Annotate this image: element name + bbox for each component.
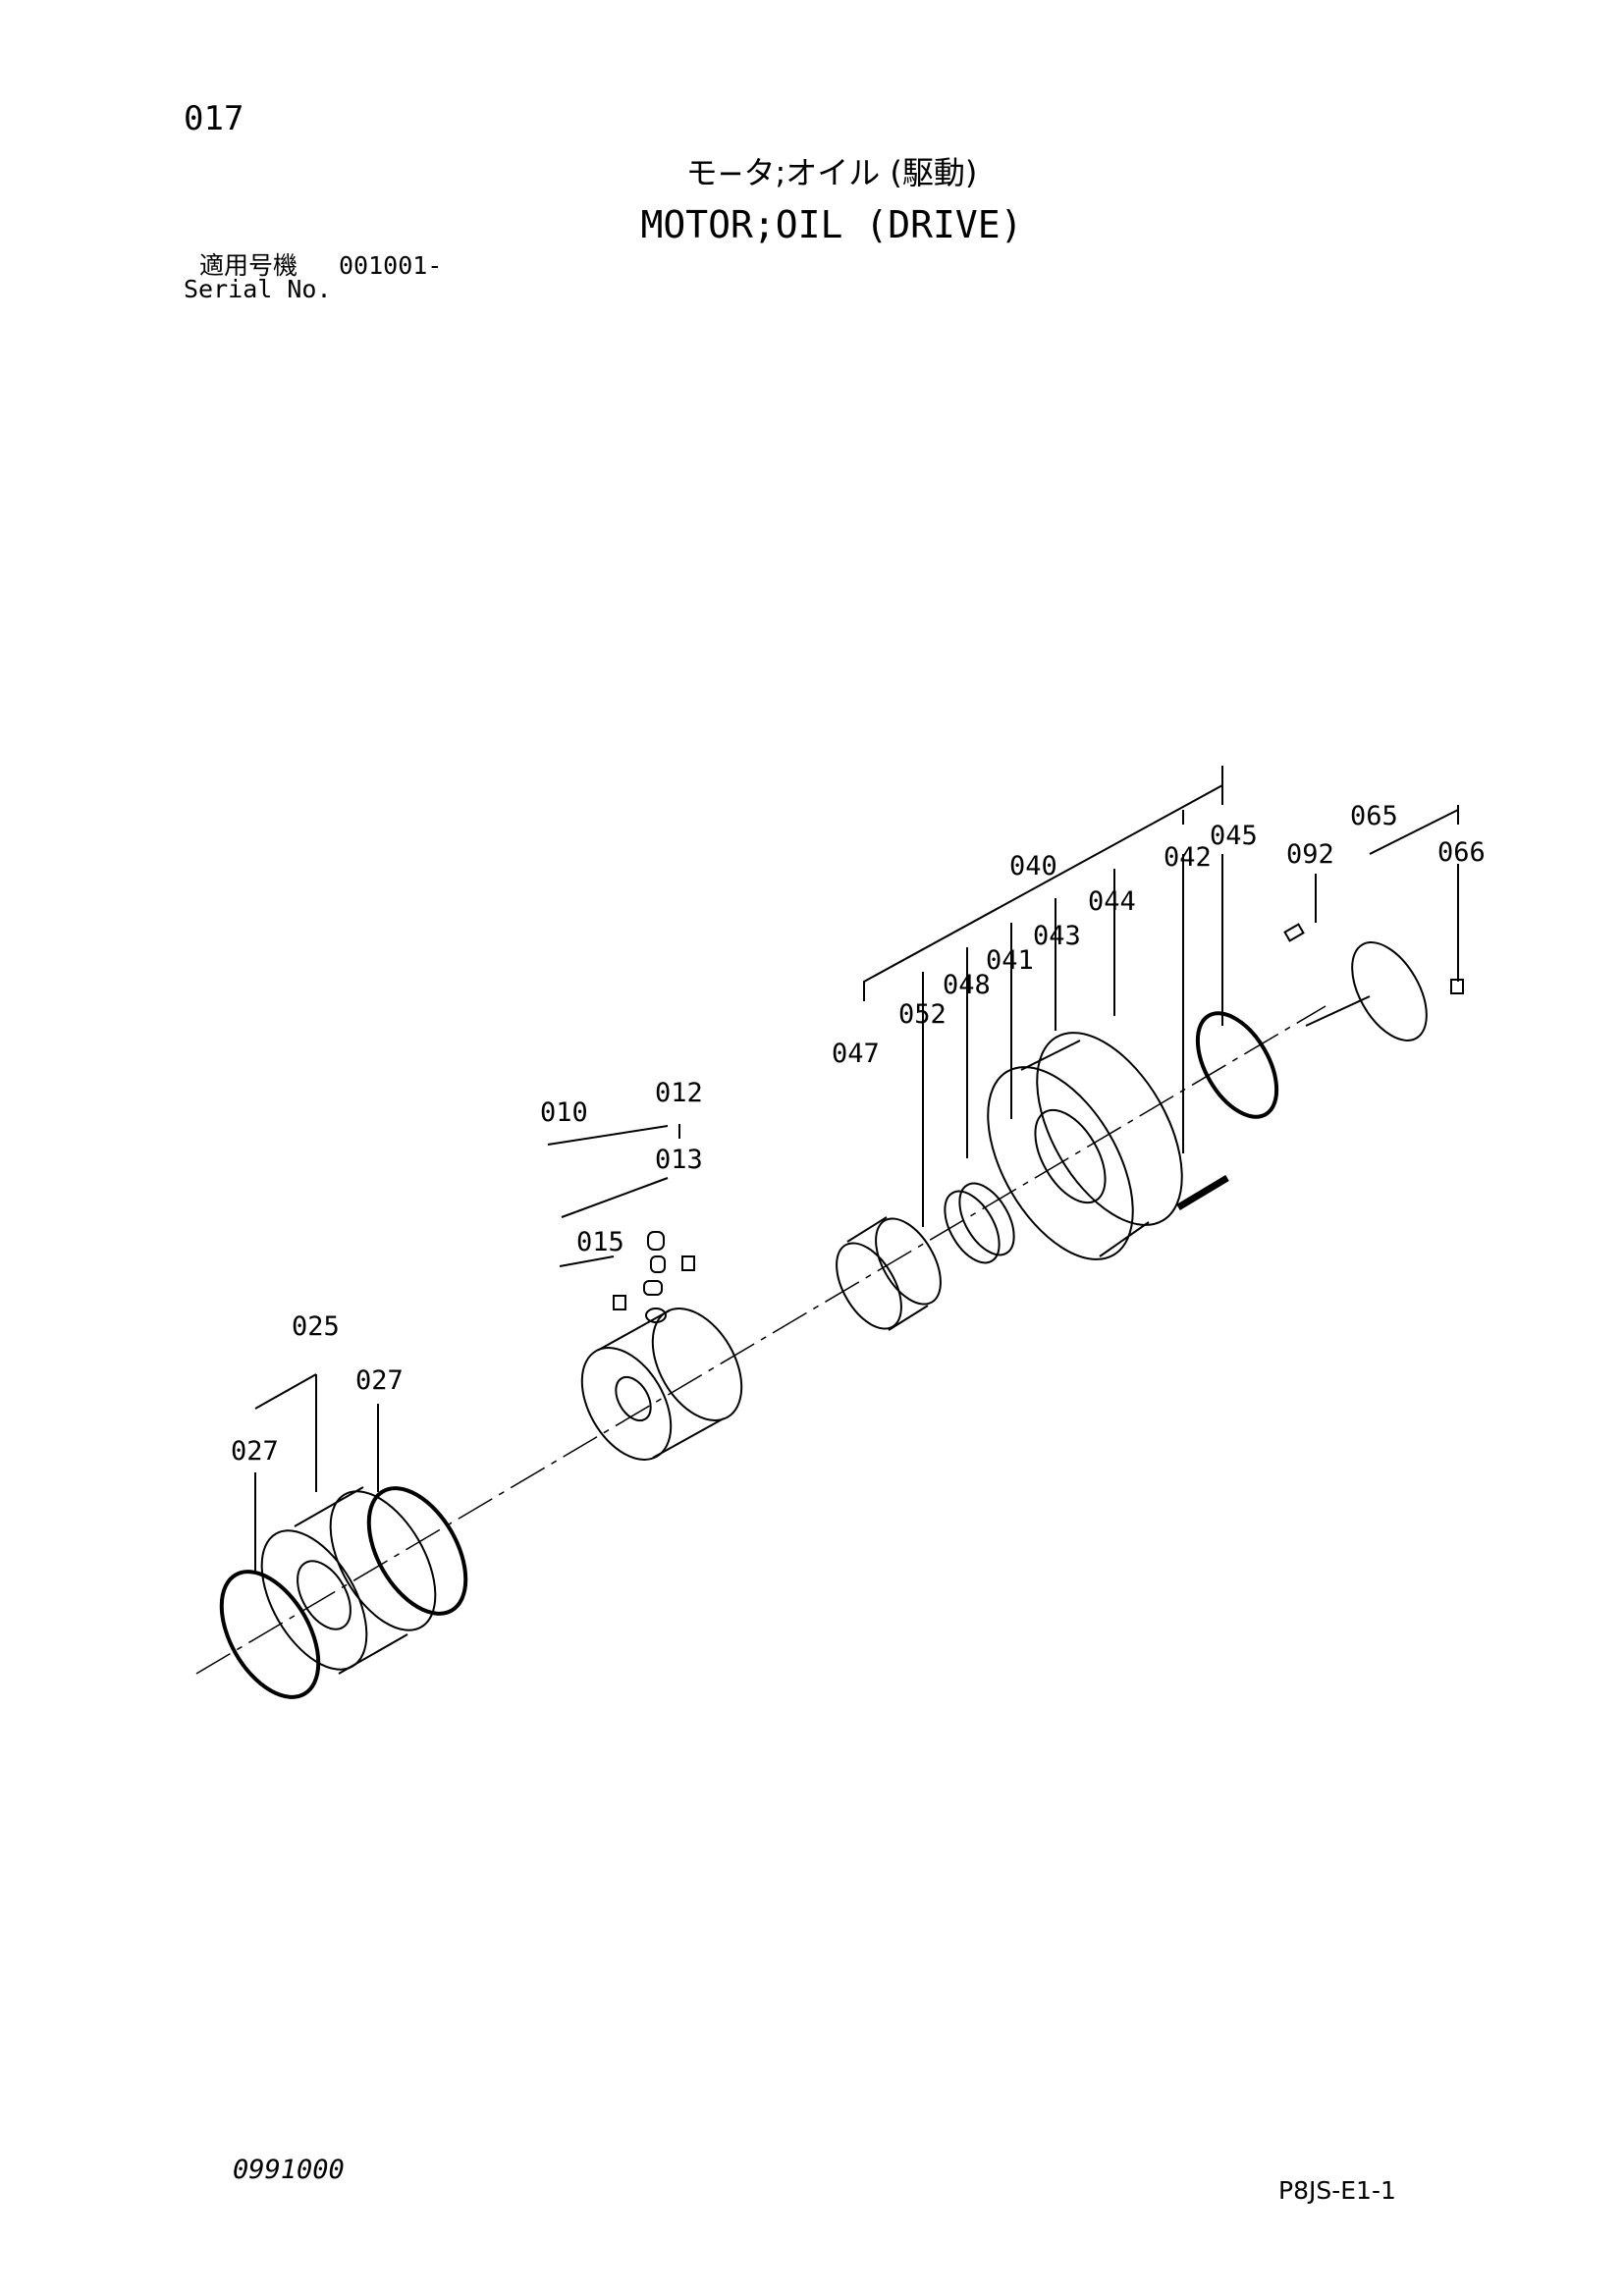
- serial-label-japanese: 適用号機: [199, 251, 298, 280]
- part-label-092: 092: [1286, 839, 1334, 870]
- part-label-044: 044: [1088, 886, 1136, 917]
- part-label-025: 025: [292, 1311, 340, 1342]
- leader-013: [561, 1177, 669, 1218]
- footer-right-code: P8JS-E1-1: [1278, 2176, 1396, 2205]
- part-label-027-left: 027: [231, 1436, 279, 1467]
- springs-048: [944, 1182, 1015, 1264]
- cover-065: [1305, 941, 1428, 1041]
- part-label-041: 041: [986, 945, 1034, 976]
- o-ring-045: [1195, 1011, 1279, 1119]
- part-label-045: 045: [1210, 821, 1258, 851]
- serial-label-english: Serial No.: [184, 275, 332, 303]
- part-label-013: 013: [655, 1145, 703, 1175]
- part-label-012: 012: [655, 1078, 703, 1108]
- leader-015: [559, 1255, 615, 1267]
- leader-010: [547, 1125, 669, 1146]
- casing-041: [987, 1032, 1183, 1260]
- center-axis-line: [195, 1005, 1326, 1675]
- part-label-047: 047: [832, 1039, 880, 1069]
- part-label-043: 043: [1033, 921, 1081, 951]
- leader-025-bracket: [254, 1373, 317, 1410]
- ring-housing-025: [260, 1486, 437, 1675]
- part-label-010: 010: [540, 1097, 588, 1128]
- part-label-015: 015: [576, 1227, 624, 1257]
- bracket-040: [863, 766, 1223, 1001]
- o-ring-027-left: [219, 1570, 321, 1699]
- serial-value: 001001-: [339, 251, 443, 280]
- plug-092: [1283, 923, 1305, 942]
- cylinder-block-010: [580, 1308, 743, 1461]
- o-ring-027-right: [366, 1486, 468, 1616]
- pistons-shoes-012-013-015: [613, 1231, 695, 1323]
- title-japanese: モ−タ;オイル (駆動): [685, 154, 978, 191]
- part-label-040: 040: [1009, 851, 1057, 881]
- bearing-052: [836, 1216, 942, 1331]
- part-label-052: 052: [898, 999, 947, 1030]
- title-english: MOTOR;OIL (DRIVE): [640, 203, 1023, 246]
- footer-left-code: 0991000: [233, 2155, 345, 2185]
- bracket-065: [1369, 809, 1459, 855]
- part-label-066: 066: [1437, 837, 1486, 868]
- part-label-048: 048: [943, 970, 991, 1000]
- part-label-065: 065: [1350, 801, 1398, 831]
- part-label-042: 042: [1164, 842, 1212, 873]
- plug-066: [1450, 979, 1464, 994]
- part-label-027-right: 027: [355, 1365, 404, 1396]
- bolt-042: [1176, 1174, 1229, 1211]
- page-number: 017: [184, 99, 244, 138]
